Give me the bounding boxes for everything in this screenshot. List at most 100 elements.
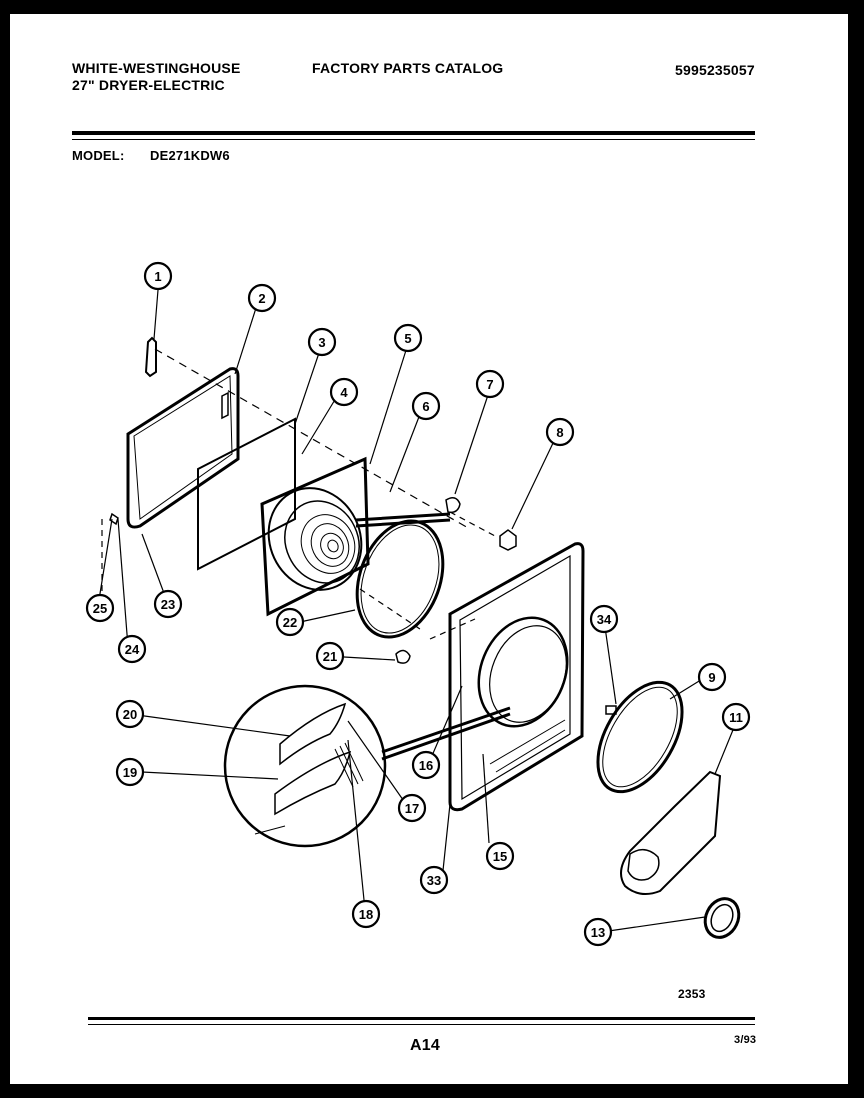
callout-24: 24 (117, 634, 147, 664)
callout-3: 3 (307, 327, 337, 357)
detail-magnifier-circle (223, 684, 387, 848)
detail-hinge-upper (279, 702, 347, 766)
axis-dashed-line-c (359, 588, 421, 630)
axis-dashed-line-d (429, 618, 476, 640)
door-screw-part (109, 512, 119, 526)
callout-number: 20 (123, 707, 137, 722)
callout-number: 5 (404, 331, 411, 346)
callout-circle (247, 283, 277, 313)
callout-18: 18 (351, 899, 381, 929)
callout-circle (329, 377, 359, 407)
callout-7: 7 (475, 369, 505, 399)
callout-circle (115, 757, 145, 787)
lint-filter-ring-inner (710, 903, 734, 933)
callout-6: 6 (411, 391, 441, 421)
callout-5: 5 (393, 323, 423, 353)
heater-coil-4 (327, 539, 339, 553)
callout-9: 9 (697, 662, 727, 692)
callout-circle (397, 793, 427, 823)
footer-rule-thin (88, 1024, 755, 1025)
callout-circle (475, 369, 505, 399)
callout-number: 8 (556, 425, 563, 440)
callout-25: 25 (85, 593, 115, 623)
catalog-number: 5995235057 (675, 62, 755, 78)
footer-rule-thick (88, 1017, 755, 1020)
callout-circle (411, 750, 441, 780)
duct-opening (627, 848, 660, 881)
door-outer-panel (126, 367, 240, 529)
door-catch-part (445, 497, 461, 514)
heater-connector (355, 512, 451, 528)
brand-name: WHITE-WESTINGHOUSE (72, 60, 241, 76)
strike-part (499, 529, 517, 551)
door-handle-slot (221, 391, 229, 420)
axis-dashed-line-a (154, 348, 471, 530)
callout-number: 18 (359, 907, 373, 922)
callout-11: 11 (721, 702, 751, 732)
callout-number: 22 (283, 615, 297, 630)
door-switch-part (395, 649, 411, 664)
model-value: DE271KDW6 (150, 148, 230, 163)
door-liner-panel (197, 417, 296, 571)
header-rule-thick (72, 131, 755, 135)
drum-bearing-ring (596, 680, 684, 794)
callout-number: 2 (258, 291, 265, 306)
callout-circle (589, 604, 619, 634)
callout-20: 20 (115, 699, 145, 729)
callout-circle (583, 917, 613, 947)
front-panel-inner (459, 554, 571, 801)
header-rule-thin (72, 139, 755, 140)
callout-circle (115, 699, 145, 729)
callout-23: 23 (153, 589, 183, 619)
callout-number: 4 (340, 385, 348, 400)
callout-number: 3 (318, 335, 325, 350)
door-gasket-inner (360, 524, 440, 634)
callout-17: 17 (397, 793, 427, 823)
heater-back-plate (260, 456, 370, 617)
detail-base-line (254, 825, 286, 835)
callout-number: 13 (591, 925, 605, 940)
callout-circle (85, 593, 115, 623)
callout-circle (153, 589, 183, 619)
callout-number: 34 (597, 612, 612, 627)
revision-date: 3/93 (734, 1034, 757, 1046)
magnifier-connector (381, 706, 511, 761)
hinge-clip-part (144, 336, 157, 378)
callout-number: 11 (729, 710, 743, 725)
callout-number: 23 (161, 597, 175, 612)
callout-number: 17 (405, 801, 419, 816)
callout-circle (307, 327, 337, 357)
callout-circle (485, 841, 515, 871)
axis-dashed-line-e (449, 511, 496, 537)
callout-15: 15 (485, 841, 515, 871)
heater-housing-inner (284, 500, 360, 584)
callout-34: 34 (589, 604, 619, 634)
front-panel (448, 542, 585, 812)
callout-number: 6 (422, 399, 429, 414)
page-code: A14 (410, 1037, 440, 1054)
detail-hinge-lower (274, 750, 352, 816)
callout-circle (117, 634, 147, 664)
catalog-page: WHITE-WESTINGHOUSE 27" DRYER-ELECTRIC FA… (10, 14, 848, 1084)
callout-circle (721, 702, 751, 732)
callout-19: 19 (115, 757, 145, 787)
heater-coil-2 (310, 523, 350, 567)
callout-circle (143, 261, 173, 291)
drum-bearing-inner (602, 686, 678, 788)
front-panel-door-opening (477, 616, 569, 728)
callout-leaders (97, 289, 736, 935)
callout-circle (545, 417, 575, 447)
callout-circle (411, 391, 441, 421)
callout-number: 1 (154, 269, 161, 284)
callout-number: 21 (323, 649, 337, 664)
callout-circle (275, 607, 305, 637)
detail-hinge-arm (334, 742, 364, 788)
heater-housing-ring (267, 487, 363, 591)
callout-circle (315, 641, 345, 671)
figure-number: 2353 (678, 987, 706, 1001)
door-panel-inner-edge (133, 375, 233, 520)
callout-8: 8 (545, 417, 575, 447)
callout-number: 15 (493, 849, 507, 864)
lint-filter-ring (703, 897, 741, 939)
callout-number: 7 (486, 377, 493, 392)
